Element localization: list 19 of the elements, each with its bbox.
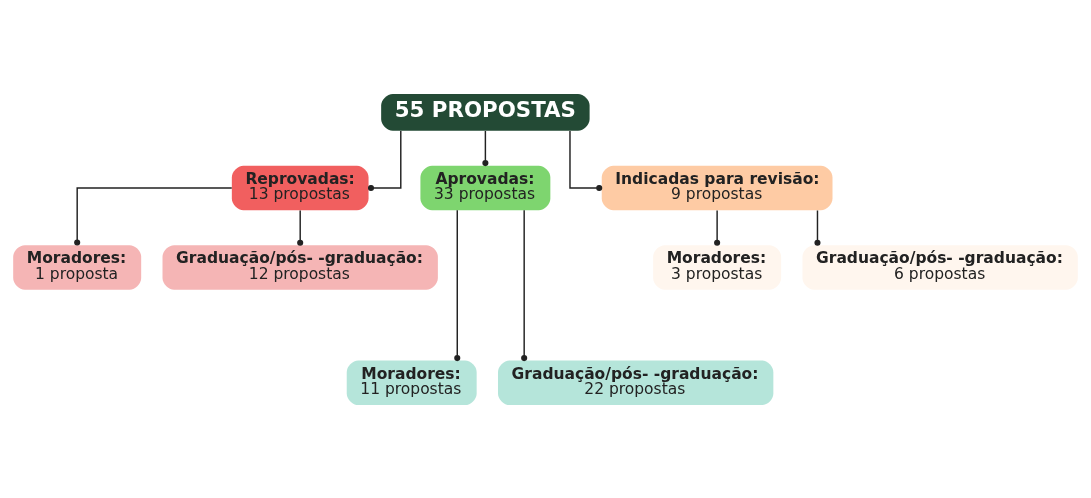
node-box: Graduação/pós- -graduação: 12 propostas (162, 244, 438, 290)
node-box: Graduação/pós- -graduação: 6 propostas (802, 244, 1078, 290)
connector (74, 186, 233, 246)
connector (521, 209, 528, 361)
node-box: Graduação/pós- -graduação: 22 propostas (498, 360, 774, 405)
node-box: Moradores: 11 propostas (346, 360, 477, 405)
node-box: Moradores: 3 propostas (653, 244, 782, 290)
node-box: 55 PROPOSTAS (381, 93, 590, 131)
connector (297, 209, 304, 246)
connector (482, 129, 489, 166)
node-box: Indicadas para revisão: 9 propostas (601, 165, 833, 210)
connector (814, 209, 821, 246)
connector (569, 129, 603, 191)
node-box: Reprovadas: 13 propostas (231, 165, 369, 210)
node-box: Aprovadas: 33 propostas (420, 165, 551, 210)
connector (367, 129, 402, 191)
connector (454, 209, 461, 361)
connector (714, 209, 721, 246)
node-box: Moradores: 1 proposta (13, 244, 142, 290)
